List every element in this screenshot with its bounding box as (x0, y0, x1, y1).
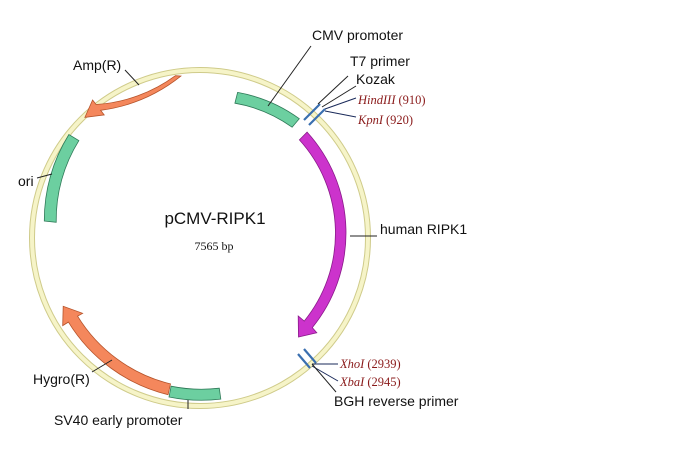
cmv-promoter-label: CMV promoter (312, 27, 403, 43)
amp-label: Amp(R) (73, 57, 121, 73)
ripk1-label: human RIPK1 (380, 221, 467, 237)
xbai-site-label: XbaI(2945) (339, 375, 401, 389)
kpni-site-label: KpnI(920) (357, 113, 413, 127)
plasmid-size: 7565 bp (195, 239, 234, 253)
bgh-label: BGH reverse primer (334, 393, 459, 409)
bgh-leader-line (311, 363, 337, 393)
sv40-promoter-feature (168, 385, 222, 401)
hindiii-kpni-site-mark (303, 103, 326, 126)
hygro-label: Hygro(R) (33, 371, 90, 387)
cmv-leader-line (267, 45, 312, 107)
sv40-label: SV40 early promoter (54, 412, 183, 428)
human-ripk1-feature (297, 131, 347, 338)
t7-primer-label: T7 primer (350, 53, 410, 69)
xhoi-xbai-site-mark (297, 348, 317, 369)
cmv-promoter-feature (234, 91, 300, 128)
ori-label: ori (18, 173, 34, 189)
hindiii-site-label: HindIII(910) (357, 93, 426, 107)
plasmid-name: pCMV-RIPK1 (164, 209, 265, 228)
kpni-leader-line (324, 110, 357, 118)
hindiii-leader-line (324, 97, 357, 110)
amp-leader-line (124, 69, 140, 86)
ori-leader-line (36, 173, 53, 179)
kozak-leader-line (321, 85, 357, 108)
amp-resistance-feature (84, 75, 182, 118)
xhoi-site-label: XhoI(2939) (339, 357, 401, 371)
ori-feature (43, 133, 80, 223)
t7-leader-line (317, 75, 349, 105)
hygro-resistance-feature (62, 305, 171, 396)
hygro-leader-line (91, 359, 113, 373)
kozak-label: Kozak (356, 71, 396, 87)
